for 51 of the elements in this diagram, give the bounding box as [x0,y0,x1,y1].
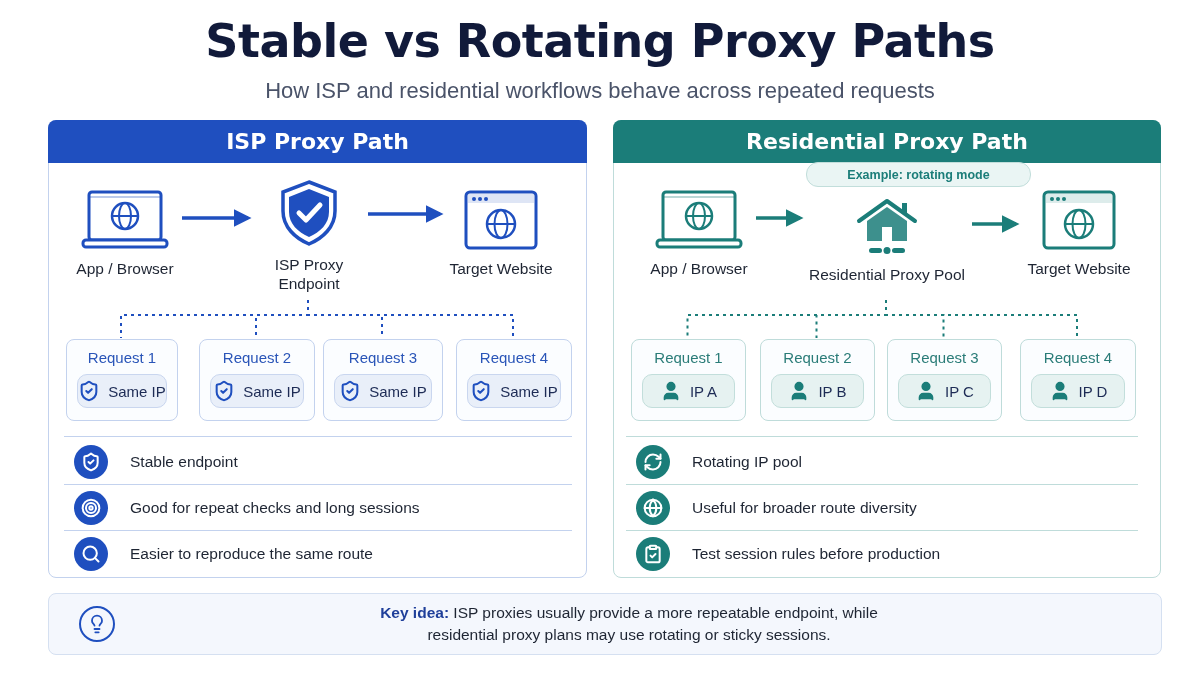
request-card [66,339,178,421]
request-label: Request 2 [222,349,292,366]
feature-text: Easier to reproduce the same route [130,545,373,563]
ip-label: IP A [689,382,718,400]
diagram-subtitle: How ISP and residential workflows behave across repeated requests [265,78,935,104]
ip-label: Same IP [369,382,427,400]
request-label: Request 4 [1043,349,1113,366]
feature-text: Rotating IP pool [692,453,802,471]
ip-label: IP D [1078,382,1108,400]
feature-text: Good for repeat checks and long sessions [130,499,420,517]
request-card [631,339,746,421]
mode-pill: Example: rotating mode [806,162,1031,187]
arrow [972,215,1020,233]
request-label: Request 1 [87,349,157,366]
request-card [887,339,1002,421]
dotted-connector [885,299,1078,339]
node-label: Target Website [1027,259,1131,278]
feature-text: Test session rules before production [692,545,941,563]
request-card [456,339,572,421]
request-label: Request 2 [783,349,852,366]
ip-label: IP C [945,382,974,400]
ip-label: Same IP [500,382,558,400]
key-idea-card [48,593,1162,655]
node-label: ISP Proxy Endpoint [273,255,345,293]
request-card [199,339,315,421]
dotted-connector [307,299,514,339]
ip-label: Same IP [243,382,301,400]
panel-title: Residential Proxy Path [613,120,1161,163]
arrow [368,205,444,223]
request-label: Request 3 [348,349,418,366]
node-label: Residential Proxy Pool [809,265,965,284]
panel-card [613,120,1161,578]
request-card [1020,339,1136,421]
ip-label: Same IP [108,382,166,400]
request-label: Request 4 [479,349,549,366]
request-label: Request 3 [910,349,979,366]
request-card [760,339,875,421]
request-label: Request 1 [654,349,723,366]
panel-card [48,120,587,578]
feature-text: Stable endpoint [130,453,238,471]
node-label: Target Website [449,259,553,278]
arrow [756,209,804,227]
request-card [323,339,443,421]
feature-text: Useful for broader route diversity [692,499,917,517]
diagram-title: Stable vs Rotating Proxy Paths [205,14,995,68]
node-label: App / Browser [650,259,748,278]
ip-label: IP B [818,382,847,400]
key-idea-text: Key idea: ISP proxies usually provide a more repeatable endpoint, while residential proxy plans may use rotating or sticky sessions. [379,603,879,645]
node-label: App / Browser [76,259,174,278]
panel-title: ISP Proxy Path [48,120,587,163]
arrow [182,209,252,227]
